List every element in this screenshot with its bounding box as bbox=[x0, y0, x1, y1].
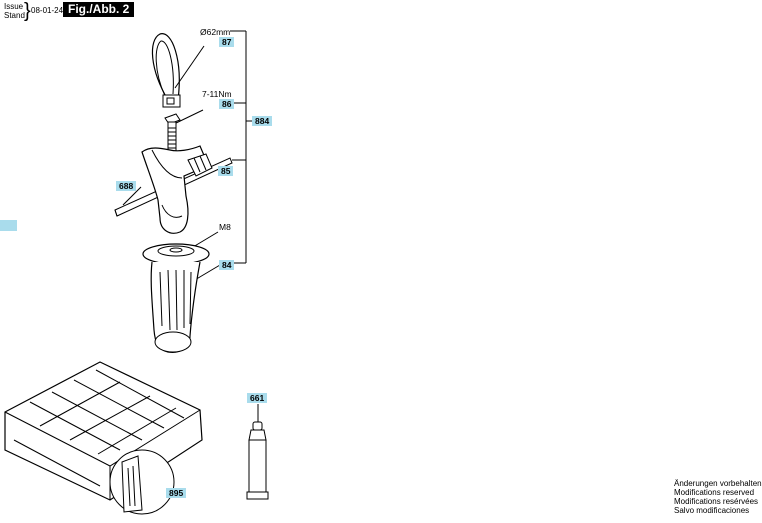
stand-label: Stand bbox=[4, 11, 25, 20]
spec-torque: 7-11Nm bbox=[202, 89, 232, 99]
callout-87: 87 bbox=[219, 37, 235, 47]
modification-notice: Änderungen vorbehalten Modifications res… bbox=[674, 479, 762, 515]
grease-tube-part bbox=[246, 421, 269, 500]
strap-part bbox=[151, 33, 181, 108]
issue-date: 08-01-24 bbox=[31, 6, 64, 15]
issue-stand-label: Issue Stand bbox=[4, 2, 25, 20]
issue-label: Issue bbox=[4, 2, 24, 11]
spec-thread: M8 bbox=[219, 222, 231, 232]
handle-clamp-part bbox=[141, 145, 213, 234]
leader-86 bbox=[173, 109, 204, 125]
callout-688: 688 bbox=[116, 181, 137, 191]
spec-diameter: Ø62mm bbox=[200, 27, 231, 37]
notice-de: Änderungen vorbehalten bbox=[674, 479, 762, 488]
notice-en: Modifications reserved bbox=[674, 488, 755, 497]
side-tab-marker bbox=[0, 220, 17, 231]
leader-688 bbox=[122, 186, 142, 206]
brace-glyph: } bbox=[24, 0, 31, 22]
carrying-case-part bbox=[4, 361, 203, 515]
notice-es: Salvo modificaciones bbox=[674, 506, 750, 515]
side-handle-part bbox=[142, 243, 210, 353]
callout-86: 86 bbox=[219, 99, 235, 109]
callout-85: 85 bbox=[218, 166, 234, 176]
callout-884: 884 bbox=[252, 116, 273, 126]
notice-fr: Modifications resérvées bbox=[674, 497, 759, 506]
callout-661: 661 bbox=[247, 393, 268, 403]
callout-84: 84 bbox=[219, 260, 235, 270]
callout-895: 895 bbox=[166, 488, 187, 498]
figure-title: Fig./Abb. 2 bbox=[63, 2, 135, 17]
